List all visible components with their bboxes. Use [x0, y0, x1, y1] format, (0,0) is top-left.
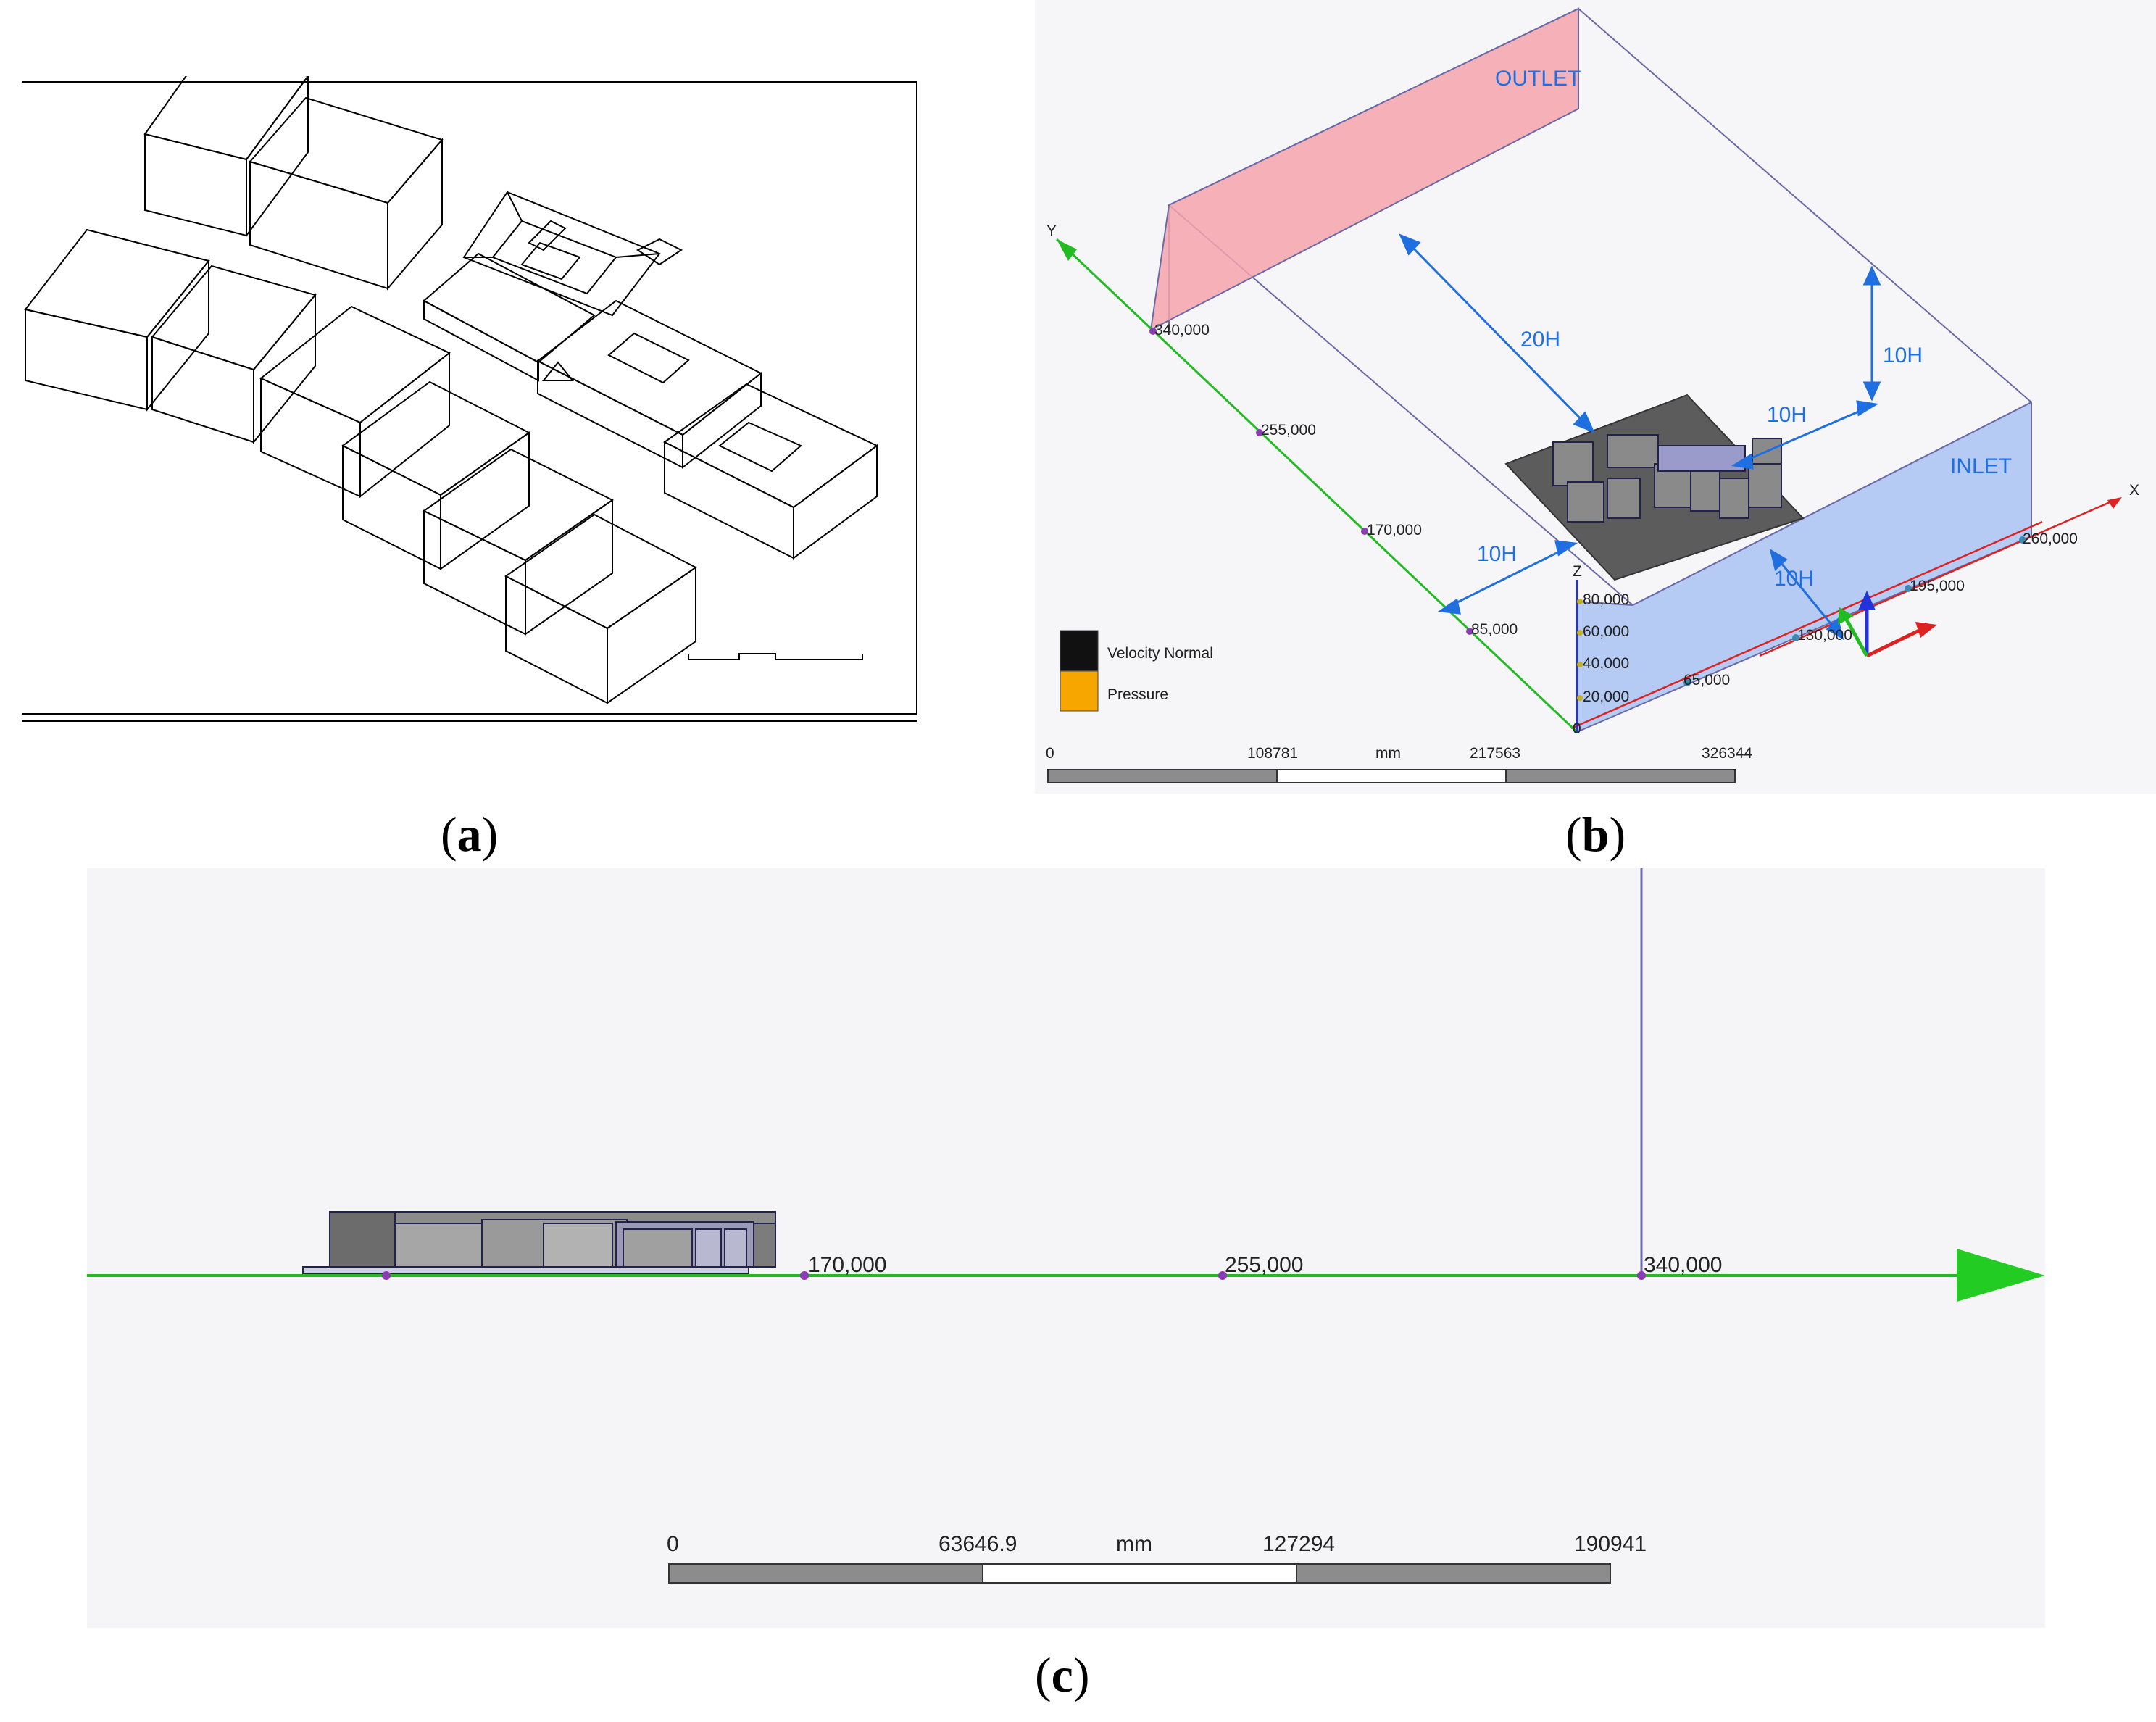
scale-tick-0: 0: [1046, 745, 1054, 762]
y-axis-arrowhead: [1057, 239, 1077, 261]
courtyard-block: [536, 299, 762, 470]
dimension-20h: 20H: [1520, 328, 1560, 352]
scale-bar-c: 0 63646.9 mm 127294 190941: [667, 1532, 1647, 1584]
dimension-10h-height: 10H: [1883, 344, 1923, 367]
axis-tick-label: 170,000: [808, 1253, 886, 1277]
axis-tick-label: 340,000: [1644, 1253, 1722, 1277]
scale-tick-2: 217563: [1470, 745, 1520, 762]
central-building-complex: [423, 191, 683, 382]
y-axis-label: Y: [1046, 222, 1057, 239]
scale-bar: [688, 653, 863, 660]
inlet-label: INLET: [1950, 454, 2012, 478]
subfigure-label-a: (a): [441, 807, 499, 862]
subfigure-label-b: (b): [1565, 807, 1626, 862]
x-axis-arrowhead: [2107, 497, 2122, 509]
scale-unit: mm: [1375, 745, 1401, 762]
scale-unit: mm: [1116, 1532, 1152, 1556]
orientation-triad: [1838, 591, 1937, 658]
z-tick-dots: [1577, 599, 1583, 701]
x-tick-label: 260,000: [2023, 531, 2078, 547]
dimension-10h-right: 10H: [1767, 403, 1807, 427]
dimension-10h-left: 10H: [1477, 542, 1517, 566]
building-block: [504, 513, 697, 704]
dimension-arrows: [1399, 233, 1881, 641]
scale-tick-2: 127294: [1262, 1532, 1335, 1556]
z-tick-label: 20,000: [1583, 689, 1629, 705]
inlet-face: [1576, 401, 2032, 733]
legend-swatch-pressure: [1060, 670, 1099, 712]
legend-swatch-velocity: [1060, 630, 1099, 671]
legend-pressure-label: Pressure: [1107, 686, 1168, 703]
drawing-frame: [22, 81, 917, 715]
x-tick-label: 195,000: [1910, 578, 1965, 594]
subfigure-letter-b: b: [1581, 807, 1610, 862]
buildings-side-silhouette: [302, 1211, 776, 1275]
y-tick-label: 85,000: [1471, 621, 1518, 638]
outlet-label: OUTLET: [1495, 67, 1581, 91]
x-axis-label: X: [2129, 482, 2139, 499]
z-tick-label: 0: [1573, 720, 1581, 737]
z-tick-label: 60,000: [1583, 623, 1629, 640]
scale-tick-3: 326344: [1702, 745, 1752, 762]
y-axis-arrowhead: [1957, 1249, 2045, 1302]
panel-a-isometric-drawing: [22, 76, 917, 725]
building-block: [423, 448, 614, 636]
scale-tick-0: 0: [667, 1532, 679, 1556]
x-tick-label: 65,000: [1683, 672, 1730, 689]
y-tick-label: 170,000: [1367, 522, 1422, 538]
isometric-buildings-drawing: [22, 76, 917, 722]
panel-c-side-view: 170,000 255,000 340,000 0 63646.9 mm 127…: [87, 868, 2045, 1628]
z-tick-label: 80,000: [1583, 591, 1629, 608]
scale-tick-1: 63646.9: [938, 1532, 1017, 1556]
building-block: [143, 76, 309, 238]
x-tick-label: 130,000: [1797, 627, 1852, 644]
x-tick-dots: [1683, 536, 2026, 686]
z-axis-label: Z: [1573, 563, 1582, 580]
y-tick-label: 255,000: [1261, 422, 1316, 438]
scale-tick-1: 108781: [1247, 745, 1298, 762]
boundary-legend: Velocity Normal Pressure: [1060, 630, 1213, 712]
building-block: [259, 305, 451, 499]
building-block: [151, 265, 317, 444]
z-tick-label: 40,000: [1583, 655, 1629, 672]
building-block: [249, 96, 444, 291]
building-block: [341, 380, 530, 570]
y-axis: [1055, 238, 1578, 733]
axis-tick-label: 255,000: [1225, 1253, 1303, 1277]
panel-b-computational-domain: OUTLET INLET 20H 10H 10H 10H 10H Y X Z 3…: [1035, 0, 2156, 794]
domain-3d-view: OUTLET INLET 20H 10H 10H 10H 10H Y X Z 3…: [1046, 7, 2139, 783]
scale-bar-b: 0 108781 mm 217563 326344: [1046, 745, 1752, 783]
y-tick-label: 340,000: [1154, 322, 1210, 338]
dimension-10h-front: 10H: [1774, 567, 1814, 591]
subfigure-letter-a: a: [457, 807, 482, 862]
legend-velocity-label: Velocity Normal: [1107, 645, 1213, 662]
subfigure-letter-c: c: [1051, 1647, 1073, 1702]
axis-tick-dots: [382, 1271, 1646, 1280]
subfigure-label-c: (c): [1035, 1647, 1090, 1702]
outlet-face: [1149, 7, 1579, 331]
building-block: [24, 228, 210, 412]
y-tick-dots: [1149, 328, 1473, 635]
x-axis: [1759, 499, 2115, 657]
buildings-cluster: [1552, 434, 1782, 523]
side-view-drawing: 170,000 255,000 340,000 0 63646.9 mm 127…: [87, 868, 2045, 1584]
courtyard-block: [663, 383, 878, 560]
scale-tick-3: 190941: [1574, 1532, 1647, 1556]
